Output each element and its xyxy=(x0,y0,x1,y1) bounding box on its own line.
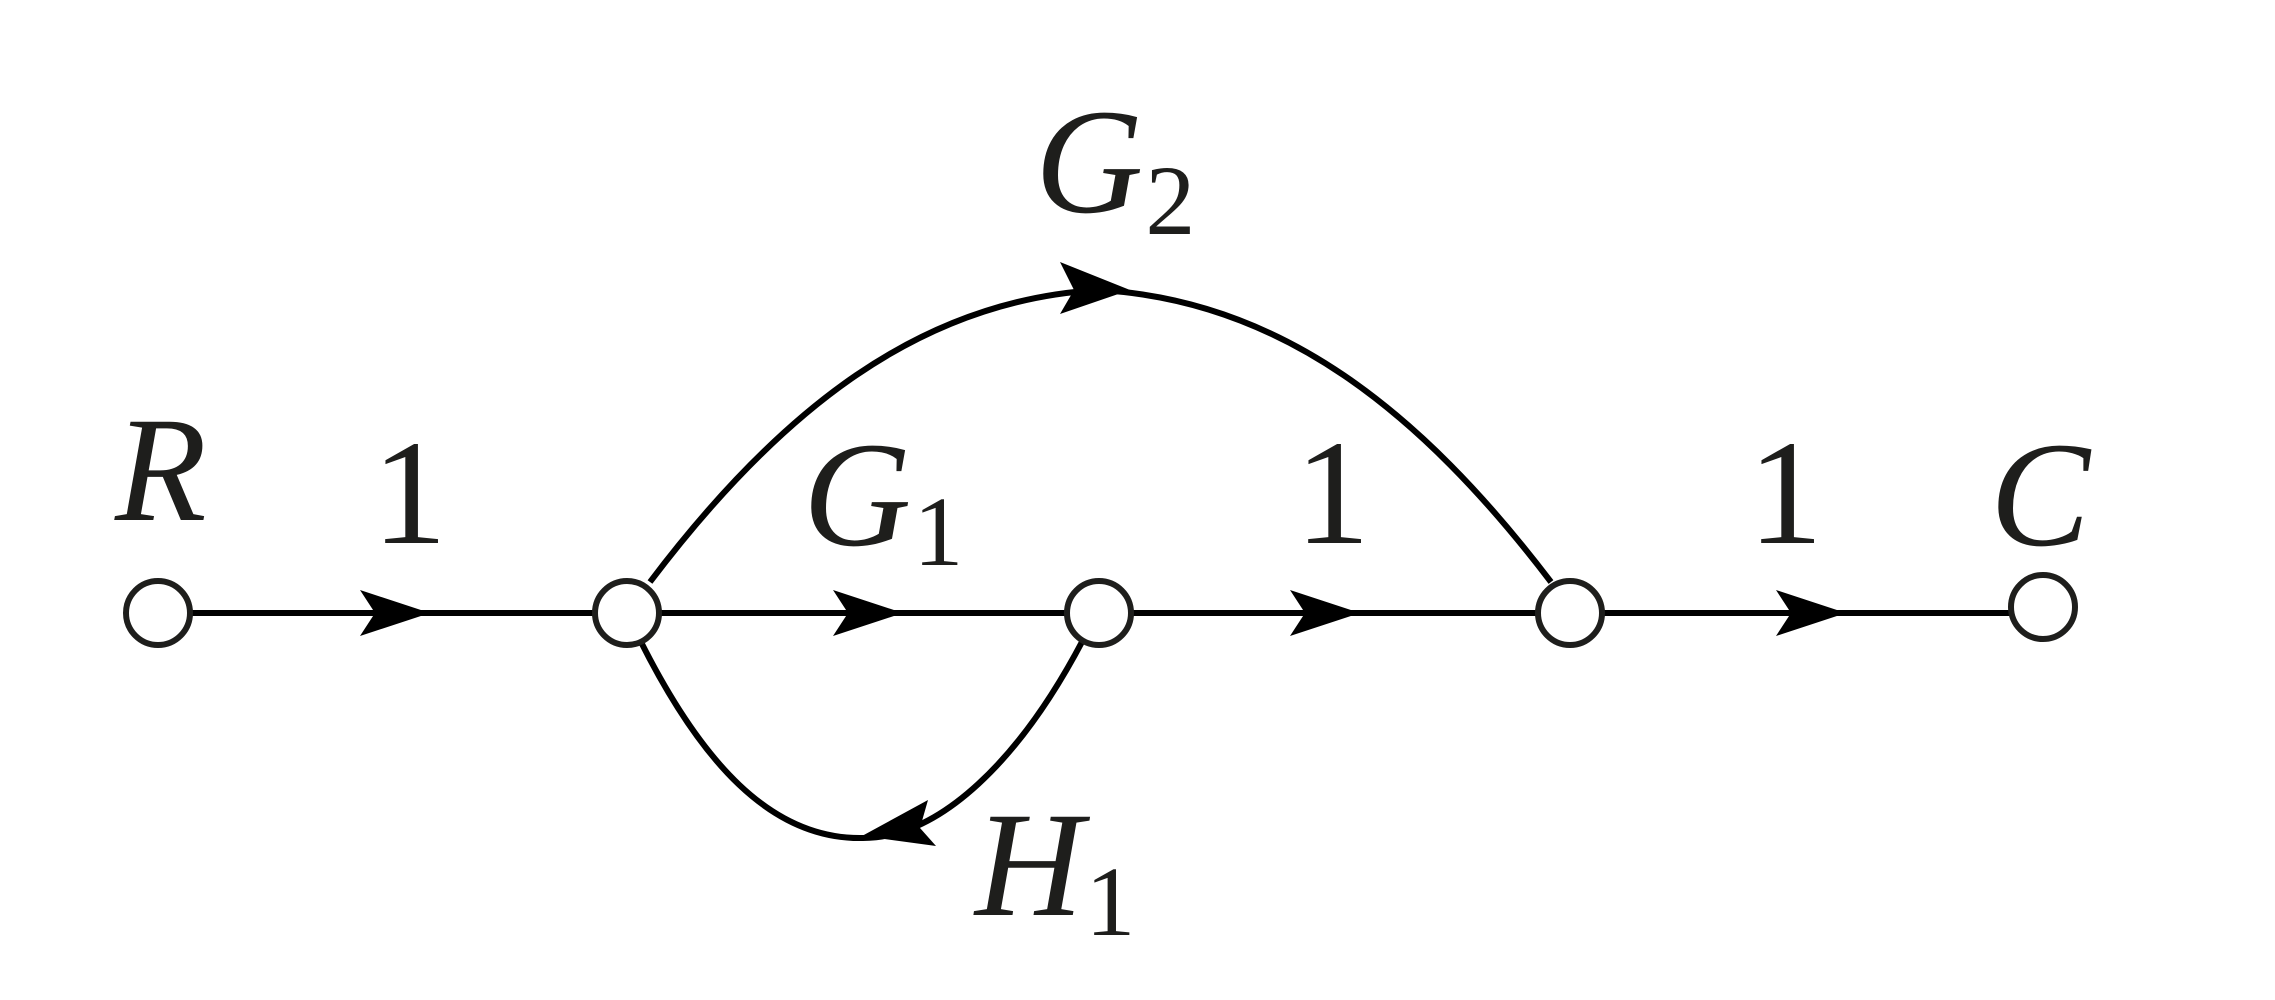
node-c xyxy=(2008,572,2078,642)
node-label-r: R xyxy=(114,387,207,553)
node-3 xyxy=(1064,578,1134,648)
node-4 xyxy=(1535,578,1605,648)
arrow-icon xyxy=(833,590,903,636)
gain-label-g2: G2 xyxy=(1035,79,1195,256)
gain-label-h1: H1 xyxy=(973,782,1135,957)
gain-label-n4-c: 1 xyxy=(1748,410,1823,576)
gain-label-r-n2: 1 xyxy=(372,410,447,576)
node-2 xyxy=(592,578,662,648)
branch-g2-arc xyxy=(647,262,1554,584)
node-label-c: C xyxy=(1990,412,2092,578)
gain-label-n3-n4: 1 xyxy=(1295,410,1370,576)
branch-n3-to-n4 xyxy=(1132,590,1538,636)
arrow-icon xyxy=(1060,262,1130,314)
gain-label-g1: G1 xyxy=(803,412,963,587)
branch-n4-to-c xyxy=(1603,590,2010,636)
node-r xyxy=(123,578,193,648)
branch-r-to-n2 xyxy=(190,590,595,636)
branch-h1-feedback-arc xyxy=(637,638,1086,846)
arrow-icon xyxy=(1290,590,1360,636)
arrow-icon xyxy=(862,800,936,846)
arrow-icon xyxy=(1776,590,1846,636)
branch-n2-to-n3 xyxy=(660,590,1067,636)
arrow-icon xyxy=(360,590,430,636)
